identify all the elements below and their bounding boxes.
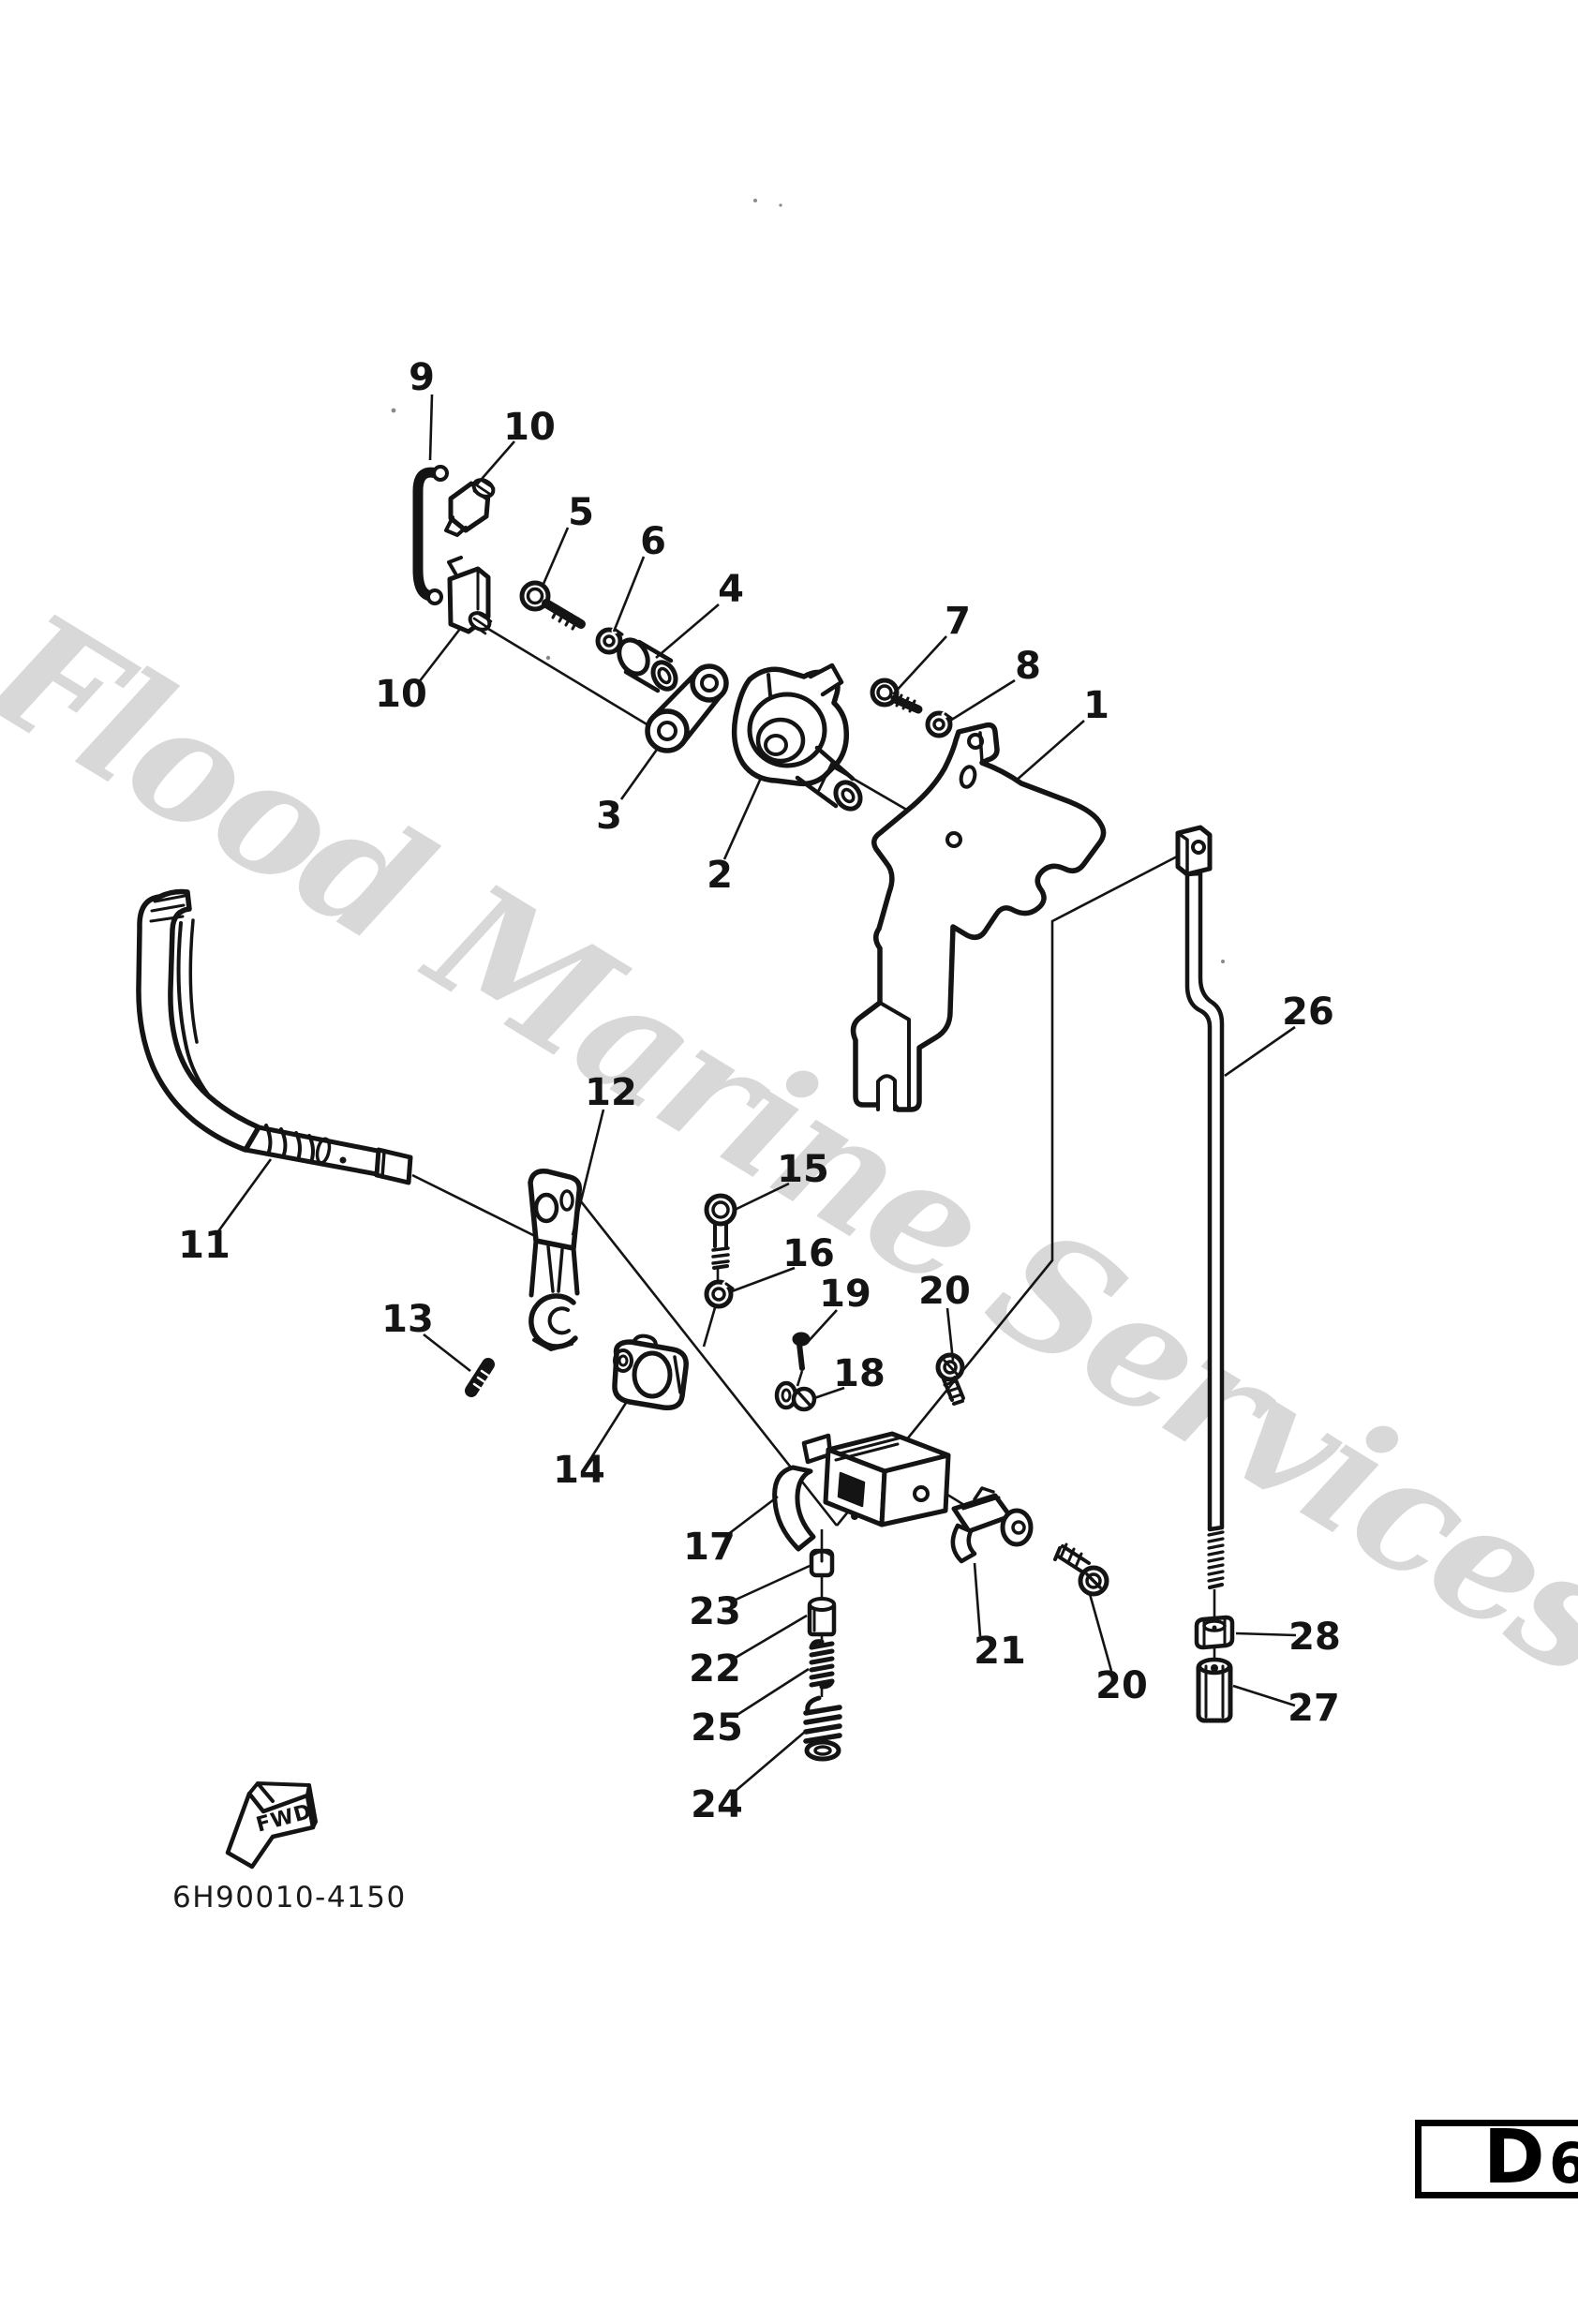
callout-label-17: 17 bbox=[683, 1526, 736, 1569]
callout-label-6: 6 bbox=[640, 520, 666, 563]
leader-line-9 bbox=[428, 394, 434, 461]
leader-line-19 bbox=[807, 1309, 838, 1343]
callout-layer: 9 10 5 6 4 7 81 10 3 2 26 12 15 16 11 19 20 13 18 14 17 23 21 2… bbox=[178, 356, 1341, 1826]
part-12-lever-arm bbox=[528, 1169, 583, 1351]
part-16-lock-washer bbox=[704, 1275, 735, 1309]
leader-line-22 bbox=[733, 1614, 808, 1661]
leader-line-10-upper bbox=[475, 440, 515, 486]
leader-line-28 bbox=[1235, 1631, 1297, 1637]
part-27-spacer bbox=[1196, 1657, 1233, 1723]
leader-line-5 bbox=[542, 527, 570, 585]
callout-label-2: 2 bbox=[707, 854, 733, 897]
callout-label-19: 19 bbox=[819, 1273, 871, 1316]
leader-line-25 bbox=[735, 1667, 810, 1718]
callout-label-22: 22 bbox=[689, 1647, 741, 1691]
part-21-latch-lever bbox=[950, 1486, 1034, 1564]
leader-line-6 bbox=[612, 556, 646, 633]
part-28-nut bbox=[1194, 1615, 1235, 1650]
callout-label-7: 7 bbox=[945, 600, 971, 643]
leader-line-8 bbox=[949, 678, 1016, 723]
leader-line-24 bbox=[735, 1731, 806, 1792]
callout-label-9: 9 bbox=[409, 356, 435, 399]
part-10-lower-clamp bbox=[447, 556, 493, 635]
page-code-letter: D bbox=[1483, 2114, 1545, 2200]
leader-line-27 bbox=[1232, 1684, 1296, 1707]
part-20-upper-screw bbox=[935, 1352, 965, 1406]
leader-line-23 bbox=[733, 1564, 811, 1602]
callout-label-12: 12 bbox=[585, 1071, 637, 1114]
callout-label-25: 25 bbox=[691, 1706, 743, 1750]
part-18-screw bbox=[774, 1380, 817, 1412]
part-10-upper-clamp bbox=[444, 478, 496, 537]
page-code-box: D 6 bbox=[1415, 2120, 1578, 2198]
part-15-bolt bbox=[704, 1193, 737, 1270]
callout-label-23: 23 bbox=[689, 1590, 741, 1633]
callout-label-21: 21 bbox=[974, 1630, 1026, 1673]
leader-line-17 bbox=[726, 1495, 779, 1537]
leader-line-7 bbox=[892, 635, 947, 695]
callout-label-20-upper: 20 bbox=[918, 1270, 971, 1313]
leader-line-14 bbox=[590, 1402, 628, 1457]
leader-line-21 bbox=[973, 1562, 982, 1637]
part-13-pin bbox=[465, 1358, 495, 1397]
part-2-throttle-cam bbox=[731, 663, 863, 812]
part-1-bracket bbox=[850, 722, 1107, 1112]
leader-line-26 bbox=[1224, 1025, 1296, 1078]
fwd-arrow bbox=[225, 1781, 318, 1870]
leader-line-18 bbox=[813, 1386, 845, 1400]
callout-label-14: 14 bbox=[553, 1449, 605, 1492]
callout-label-5: 5 bbox=[568, 491, 594, 534]
part-3-link bbox=[645, 663, 729, 753]
part-20-lower-screw bbox=[1053, 1542, 1109, 1597]
leader-line-10-lower bbox=[417, 628, 462, 683]
leader-line-4 bbox=[655, 603, 720, 659]
part-14-swivel-clamp bbox=[612, 1333, 689, 1410]
callout-label-1: 1 bbox=[1083, 684, 1109, 727]
part-11-tiller-handle bbox=[136, 888, 413, 1185]
part-24-spring-large bbox=[803, 1695, 842, 1762]
leader-line-12 bbox=[571, 1109, 605, 1236]
callout-label-24: 24 bbox=[691, 1783, 743, 1826]
part-19-pin bbox=[792, 1332, 811, 1371]
callout-label-11: 11 bbox=[178, 1224, 231, 1267]
part-4-collar bbox=[617, 637, 678, 693]
leader-line-1 bbox=[1014, 720, 1085, 782]
part-9-rod bbox=[412, 465, 449, 605]
part-23-pin-cap bbox=[809, 1548, 835, 1578]
callout-label-28: 28 bbox=[1288, 1616, 1341, 1659]
part-7-bolt bbox=[870, 678, 923, 714]
callout-label-26: 26 bbox=[1282, 991, 1334, 1034]
leader-line-13 bbox=[423, 1333, 471, 1373]
drawing-number: 6H90010-4150 bbox=[172, 1881, 407, 1914]
part-17-shift-actuator bbox=[772, 1431, 951, 1552]
leader-line-2 bbox=[722, 775, 764, 860]
callout-label-10-upper: 10 bbox=[503, 406, 556, 449]
callout-label-10-lower: 10 bbox=[375, 673, 427, 716]
leader-line-16 bbox=[731, 1266, 796, 1293]
callout-label-4: 4 bbox=[718, 568, 744, 611]
part-26-shift-rod bbox=[1175, 825, 1225, 1589]
part-25-spring-small bbox=[809, 1639, 835, 1690]
callout-label-18: 18 bbox=[833, 1352, 886, 1395]
callout-label-16: 16 bbox=[782, 1232, 835, 1275]
callout-label-20-lower: 20 bbox=[1095, 1664, 1148, 1707]
callout-label-3: 3 bbox=[596, 795, 622, 838]
leader-line-3 bbox=[619, 746, 661, 800]
callout-label-27: 27 bbox=[1288, 1687, 1340, 1730]
leader-line-20-lower bbox=[1088, 1593, 1113, 1672]
callout-label-8: 8 bbox=[1015, 645, 1041, 688]
parts-artwork bbox=[136, 199, 1235, 1870]
leader-line-20-upper bbox=[945, 1307, 955, 1362]
part-5-bolt bbox=[519, 580, 586, 631]
callout-label-15: 15 bbox=[777, 1148, 829, 1191]
leader-line-11 bbox=[216, 1158, 273, 1232]
callout-label-13: 13 bbox=[381, 1298, 434, 1341]
page-code-digit: 6 bbox=[1549, 2131, 1578, 2197]
leader-line-15 bbox=[734, 1182, 790, 1212]
scan-specks bbox=[391, 199, 1225, 963]
part-8-lock-washer bbox=[925, 706, 954, 738]
part-22-bushing bbox=[807, 1597, 837, 1637]
